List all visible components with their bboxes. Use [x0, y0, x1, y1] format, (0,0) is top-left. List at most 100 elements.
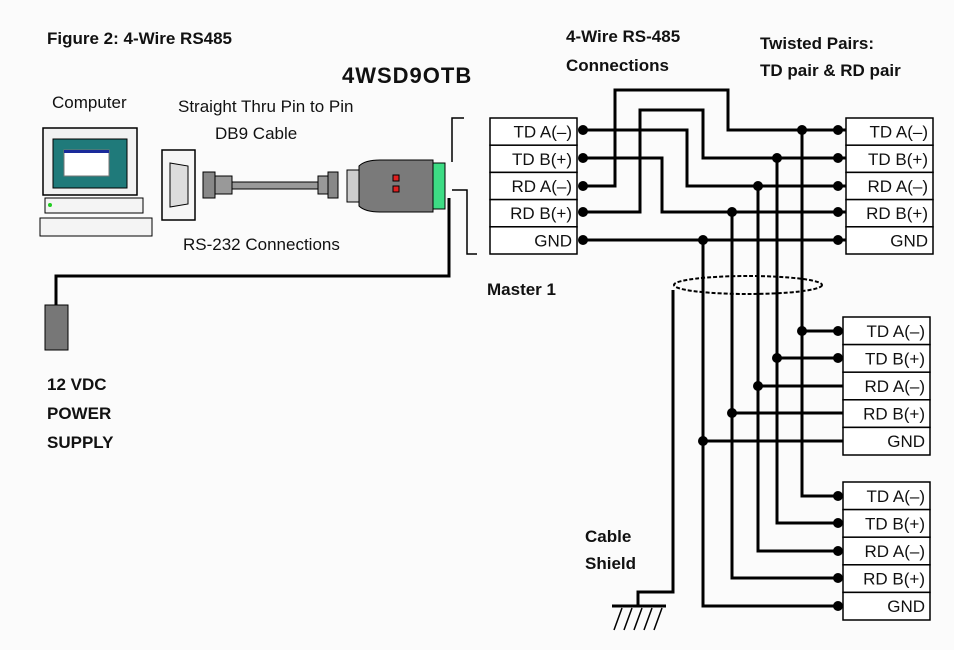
terminal-cell	[842, 536, 931, 566]
junction-dot	[727, 207, 737, 217]
led-icon	[392, 185, 400, 193]
junction-dot	[698, 436, 708, 446]
junction-dot	[727, 408, 737, 418]
terminal-label: TD A(–)	[866, 322, 925, 341]
power-label-2: POWER	[47, 404, 111, 423]
shield-label-2: Shield	[585, 554, 636, 573]
terminal-label: GND	[887, 597, 925, 616]
junction-dot	[753, 381, 763, 391]
slave-2-terminal-block: TD A(–) TD B(+) RD A(–) RD B(+) GND	[842, 316, 931, 456]
junction-dot	[578, 153, 588, 163]
wire	[800, 130, 843, 498]
terminal-label: RD B(+)	[510, 204, 572, 223]
terminal-cell	[842, 371, 931, 401]
terminal-label: RD A(–)	[512, 177, 572, 196]
junction-dot	[833, 125, 843, 135]
terminal-label: RD B(+)	[866, 204, 928, 223]
junction-dot	[772, 153, 782, 163]
slave-3-terminal-block: TD A(–) TD B(+) RD A(–) RD B(+) GND	[842, 481, 931, 621]
junction-dot	[833, 207, 843, 217]
terminal-label: RD B(+)	[863, 570, 925, 589]
junction-dot	[833, 181, 843, 191]
terminal-cell	[845, 171, 934, 201]
master-terminal-block: TD A(–) TD B(+) RD A(–) RD B(+) GND	[489, 117, 578, 255]
earth-ground-icon	[612, 604, 666, 631]
wire	[730, 212, 843, 580]
bracket-line	[452, 189, 477, 255]
computer-icon	[39, 127, 153, 237]
bracket-line	[451, 117, 464, 162]
terminal-cell	[842, 426, 931, 456]
rs232-label: RS-232 Connections	[183, 235, 340, 254]
twisted-pairs-label-1: Twisted Pairs:	[760, 34, 874, 53]
junction-dot	[833, 326, 843, 336]
terminal-label: TD B(+)	[865, 349, 925, 368]
terminal-cell	[845, 226, 934, 255]
junction-dot	[833, 573, 843, 583]
wire	[583, 128, 846, 188]
terminal-label: GND	[534, 231, 572, 250]
computer-label: Computer	[52, 93, 127, 112]
cable-label-2: DB9 Cable	[215, 124, 297, 143]
power-label-1: 12 VDC	[47, 375, 107, 394]
junction-dot	[772, 353, 782, 363]
wire	[583, 156, 846, 214]
terminal-cell	[842, 343, 931, 373]
junction-dot	[833, 518, 843, 528]
db9-port-icon	[161, 149, 196, 221]
wire	[701, 240, 843, 608]
junction-dot	[833, 153, 843, 163]
master-label: Master 1	[487, 280, 556, 299]
junction-dot	[833, 235, 843, 245]
shield-label-1: Cable	[585, 527, 631, 546]
power-label-3: SUPPLY	[47, 433, 114, 452]
terminal-label: GND	[890, 231, 928, 250]
rs485-label-1: 4-Wire RS-485	[566, 27, 680, 46]
terminal-label: TD B(+)	[512, 150, 572, 169]
figure-title: Figure 2: 4-Wire RS485	[47, 29, 232, 48]
terminal-label: TD B(+)	[868, 150, 928, 169]
terminal-label: TD A(–)	[866, 487, 925, 506]
junction-dot	[578, 181, 588, 191]
junction-dot	[753, 181, 763, 191]
cable-label-1: Straight Thru Pin to Pin	[178, 97, 353, 116]
terminal-cell	[489, 117, 578, 146]
terminal-cell	[842, 564, 931, 594]
junction-dot	[698, 235, 708, 245]
device-name: 4WSD9OTB	[342, 63, 472, 88]
terminal-cell	[489, 144, 578, 174]
junction-dot	[578, 125, 588, 135]
wire	[636, 290, 675, 606]
terminal-label: TD A(–)	[869, 123, 928, 142]
power-wire	[54, 198, 451, 306]
terminal-label: RD A(–)	[865, 542, 925, 561]
db9-cable-icon	[202, 171, 339, 199]
terminal-cell	[845, 144, 934, 174]
wire	[756, 186, 843, 553]
power-supply-icon	[44, 304, 69, 351]
terminal-cell	[842, 591, 931, 621]
rs485-label-2: Connections	[566, 56, 669, 75]
wire	[583, 108, 846, 214]
slave-1-terminal-block: TD A(–) TD B(+) RD A(–) RD B(+) GND	[845, 117, 934, 255]
wire	[775, 158, 843, 525]
terminal-cell	[489, 226, 578, 255]
junction-dot	[797, 326, 807, 336]
junction-dot	[833, 353, 843, 363]
terminal-label: RD B(+)	[863, 405, 925, 424]
terminal-label: RD A(–)	[868, 177, 928, 196]
junction-dot	[833, 491, 843, 501]
terminal-label: TD B(+)	[865, 514, 925, 533]
terminal-cell	[845, 117, 934, 146]
terminal-label: GND	[887, 432, 925, 451]
terminal-cell	[489, 171, 578, 201]
terminal-label: TD A(–)	[513, 123, 572, 142]
terminal-block-icon	[432, 162, 446, 210]
twisted-pairs-label-2: TD pair & RD pair	[760, 61, 901, 80]
junction-dot	[833, 546, 843, 556]
terminal-label: RD A(–)	[865, 377, 925, 396]
cable-shield-ellipse	[673, 275, 823, 295]
junction-dot	[578, 207, 588, 217]
junction-dot	[797, 125, 807, 135]
